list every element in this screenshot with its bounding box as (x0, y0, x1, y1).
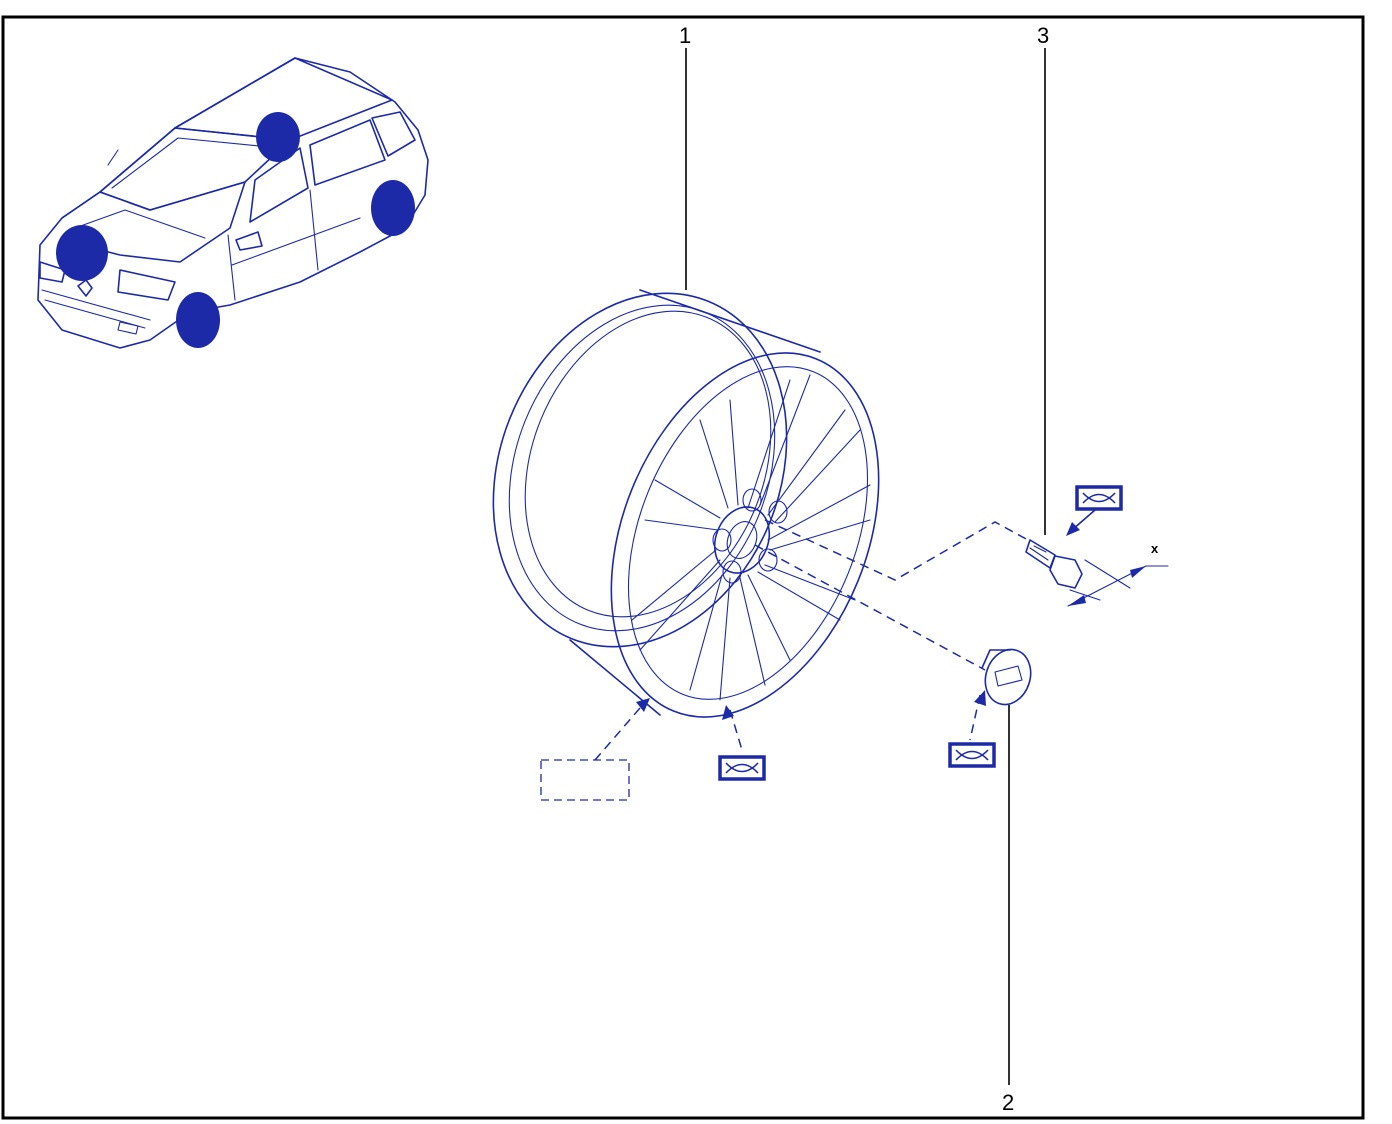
wheel-front-right-marker (176, 292, 220, 348)
callout-1: 1 (679, 23, 691, 48)
vehicle-location-illustration (37, 57, 429, 349)
dimension-label-x: x (1151, 541, 1159, 556)
bolt-length-dimension: x (1067, 541, 1169, 607)
alloy-wheel-rim (492, 289, 880, 718)
centre-cap (981, 648, 1032, 706)
diagram-border (1, 15, 1365, 1120)
lubrication-symbol-cap (948, 742, 996, 768)
wheel-bolt (1025, 539, 1083, 589)
wheel-rear-left-marker (256, 112, 300, 162)
wheel-front-left-marker (56, 225, 108, 281)
lubrication-symbol-bolt (1075, 485, 1123, 511)
lubrication-symbol-rim (718, 755, 766, 781)
wheel-rear-right-marker (371, 180, 415, 236)
dashed-reference-box (540, 759, 630, 801)
callout-2: 2 (1002, 1090, 1014, 1115)
assembly-path-lines (594, 519, 1029, 761)
callout-leaders (685, 48, 1046, 1085)
assembly-arrows (636, 509, 1096, 751)
callout-3: 3 (1037, 23, 1049, 48)
